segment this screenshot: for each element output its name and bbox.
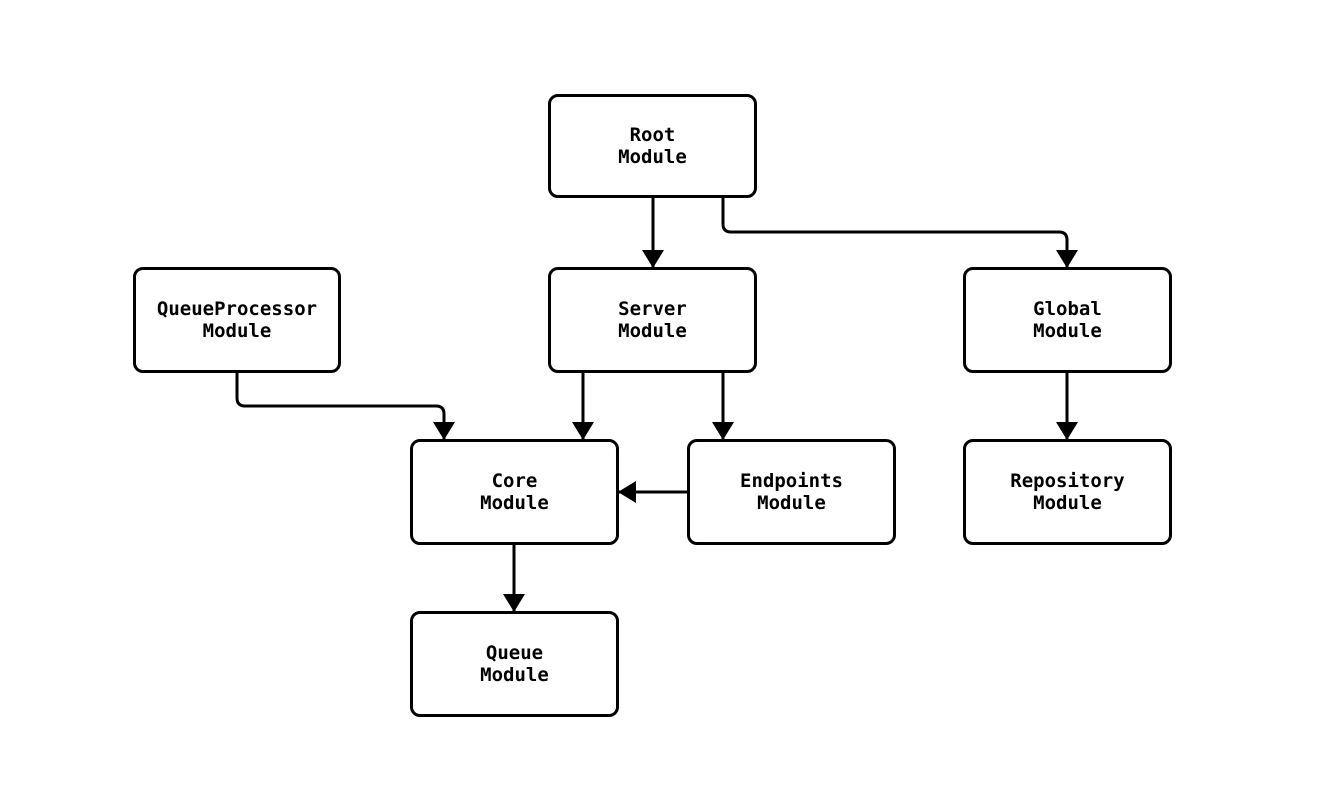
node-repository: Repository Module — [963, 439, 1172, 545]
node-queueprocessor: QueueProcessor Module — [133, 267, 341, 373]
node-endpoints: Endpoints Module — [687, 439, 896, 545]
node-label: Server Module — [618, 298, 687, 342]
node-label: QueueProcessor Module — [156, 298, 318, 342]
node-label: Global Module — [1033, 298, 1102, 342]
node-server: Server Module — [548, 267, 757, 373]
node-label: Endpoints Module — [740, 470, 843, 514]
node-root: Root Module — [548, 94, 757, 198]
node-queue: Queue Module — [410, 611, 619, 717]
node-label: Core Module — [480, 470, 549, 514]
node-global: Global Module — [963, 267, 1172, 373]
node-label: Queue Module — [480, 642, 549, 686]
node-core: Core Module — [410, 439, 619, 545]
node-label: Root Module — [618, 124, 687, 168]
node-label: Repository Module — [1010, 470, 1125, 514]
edge-queueprocessor-to-core — [235, 373, 455, 440]
edge-root-to-global — [721, 198, 1078, 268]
